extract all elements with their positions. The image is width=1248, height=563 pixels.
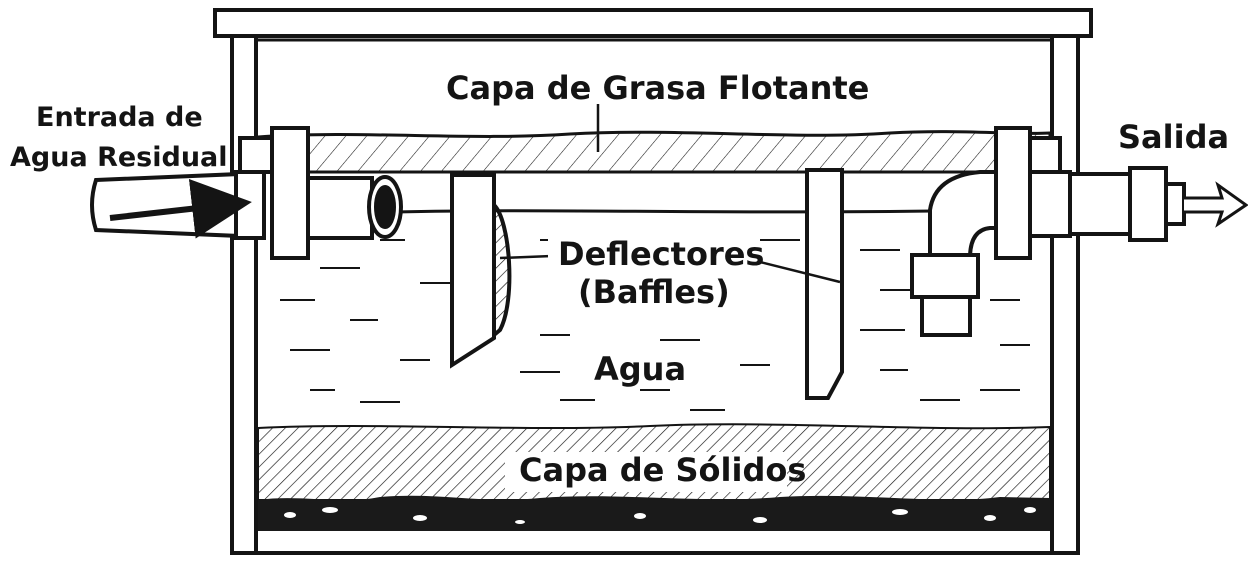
baffles-label-backing [548, 232, 748, 312]
outlet-flow-arrow [1184, 181, 1248, 228]
outlet-pipe [910, 126, 1186, 337]
outlet-label: Salida [1118, 118, 1229, 156]
inlet-flow-arrow [109, 178, 252, 239]
tank-walls [230, 36, 1080, 555]
tank-lid [213, 8, 1093, 38]
inlet-label-line2: Agua Residual [10, 142, 228, 173]
grease-layer [256, 130, 1052, 174]
inlet-label-line1: Entrada de [36, 102, 203, 133]
baffles-label-line2: (Baffles) [578, 273, 730, 311]
sludge-pebbles [284, 507, 1036, 524]
solids-layer-label: Capa de Sólidos [519, 451, 806, 489]
baffle-leaders [499, 254, 841, 284]
baffle-left [450, 173, 512, 369]
water-label-backing [584, 348, 684, 388]
baffles-label-line1: Deflectores [558, 235, 764, 273]
sludge-bottom [258, 495, 1050, 531]
grease-layer-label: Capa de Grasa Flotante [446, 69, 869, 107]
water-label: Agua [594, 350, 686, 388]
solids-label-backing [505, 452, 787, 492]
baffle-right [805, 168, 844, 400]
